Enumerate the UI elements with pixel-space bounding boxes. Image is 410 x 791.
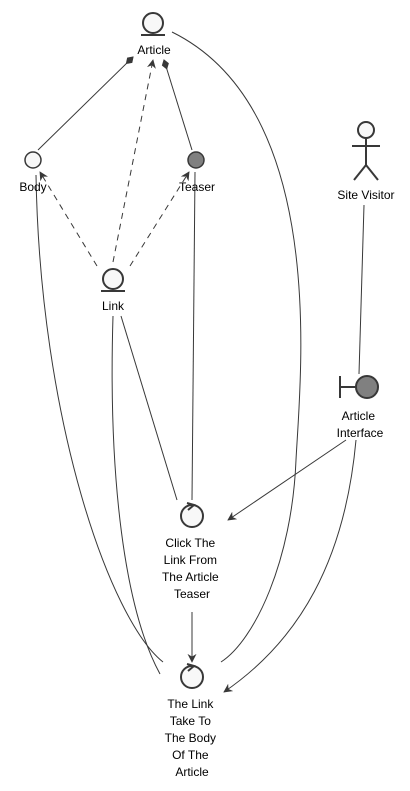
control-icon [180, 663, 204, 689]
edge-article-linktake [171, 31, 302, 663]
object-filled-icon [187, 151, 205, 169]
edge-teaser-article [161, 59, 193, 151]
article-interface-node: Article Interface [337, 375, 384, 440]
edge-teaser-click [191, 171, 196, 501]
site-visitor-node: Site Visitor [337, 121, 395, 202]
body-label: Body [19, 180, 46, 194]
body-node: Body [19, 151, 47, 194]
edges [35, 31, 365, 693]
article-label: Article [137, 43, 171, 57]
teaser-node: Teaser [179, 151, 215, 194]
site-visitor-label: Site Visitor [337, 188, 394, 202]
link-take-label: The Link Take To The Body Of The Article [165, 697, 220, 779]
object-icon [24, 151, 42, 169]
boundary-icon [339, 375, 379, 399]
entity-icon [102, 268, 124, 290]
click-link-label: Click The Link From The Article Teaser [162, 536, 222, 601]
edge-link-article [112, 59, 156, 263]
link-label: Link [102, 299, 125, 313]
teaser-label: Teaser [179, 180, 215, 194]
edge-link-click [120, 315, 178, 501]
edge-link-body [39, 171, 98, 267]
link-take-node: The Link Take To The Body Of The Article [165, 663, 220, 779]
article-interface-label: Article Interface [337, 409, 384, 440]
edge-body-linktake [35, 174, 164, 663]
edge-interface-click [227, 439, 347, 521]
link-node: Link [101, 268, 125, 313]
edge-interface-linktake [223, 439, 357, 693]
edge-body-article [37, 56, 134, 151]
control-icon [180, 502, 204, 528]
edge-link-linktake [111, 315, 161, 675]
click-link-node: Click The Link From The Article Teaser [162, 502, 222, 601]
edge-visitor-interface [358, 204, 365, 375]
entity-icon [142, 12, 164, 34]
edge-link-teaser [129, 171, 190, 267]
actor-icon [352, 121, 380, 181]
article-node: Article [137, 12, 171, 57]
